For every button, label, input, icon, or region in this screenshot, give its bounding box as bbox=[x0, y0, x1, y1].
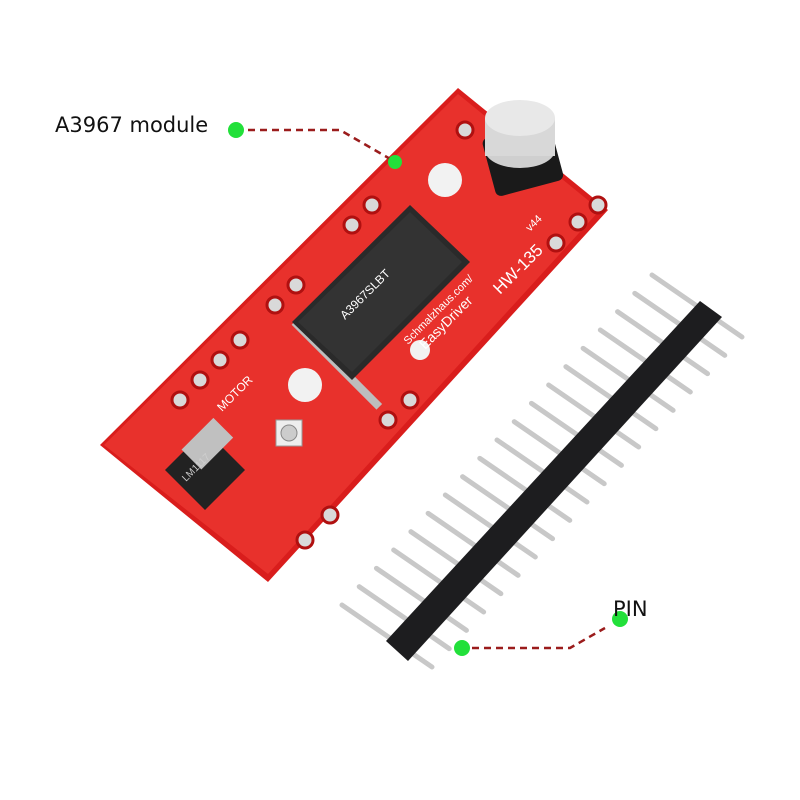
module-callout-label: A3967 module bbox=[55, 113, 209, 137]
header-pin bbox=[373, 565, 469, 633]
pin-target-dot bbox=[454, 640, 470, 656]
voltage-regulator: LM1117 bbox=[165, 417, 245, 510]
capacitor bbox=[482, 100, 564, 196]
header-pin bbox=[477, 455, 573, 523]
callout-leaders bbox=[228, 122, 628, 656]
header-pin bbox=[460, 474, 556, 542]
header-pin bbox=[494, 437, 590, 505]
header-pin bbox=[546, 382, 642, 450]
header-pin bbox=[339, 602, 435, 670]
header-pin bbox=[442, 492, 538, 560]
stepper-chip: A3967SLBT bbox=[291, 205, 470, 410]
pin-header bbox=[339, 272, 745, 670]
header-pin bbox=[425, 510, 521, 578]
mounting-holes bbox=[288, 163, 462, 402]
module-marker-dot bbox=[228, 122, 244, 138]
pin-callout-label: PIN bbox=[613, 597, 648, 621]
pin-pads bbox=[170, 120, 608, 550]
header-pin bbox=[408, 529, 504, 597]
header-pin bbox=[391, 547, 487, 615]
header-pin bbox=[511, 419, 607, 487]
pin-marker-dot bbox=[612, 611, 628, 627]
header-pin bbox=[528, 400, 624, 468]
pin-leader-line bbox=[472, 626, 606, 650]
module-leader-line bbox=[248, 128, 393, 162]
header-body bbox=[386, 301, 722, 661]
module-target-dot bbox=[388, 155, 402, 169]
driver-board: A3967SLBT LM1117 EasyDriver HW-135 Schma… bbox=[100, 88, 608, 582]
potentiometer bbox=[275, 419, 303, 447]
header-pin bbox=[356, 584, 452, 652]
